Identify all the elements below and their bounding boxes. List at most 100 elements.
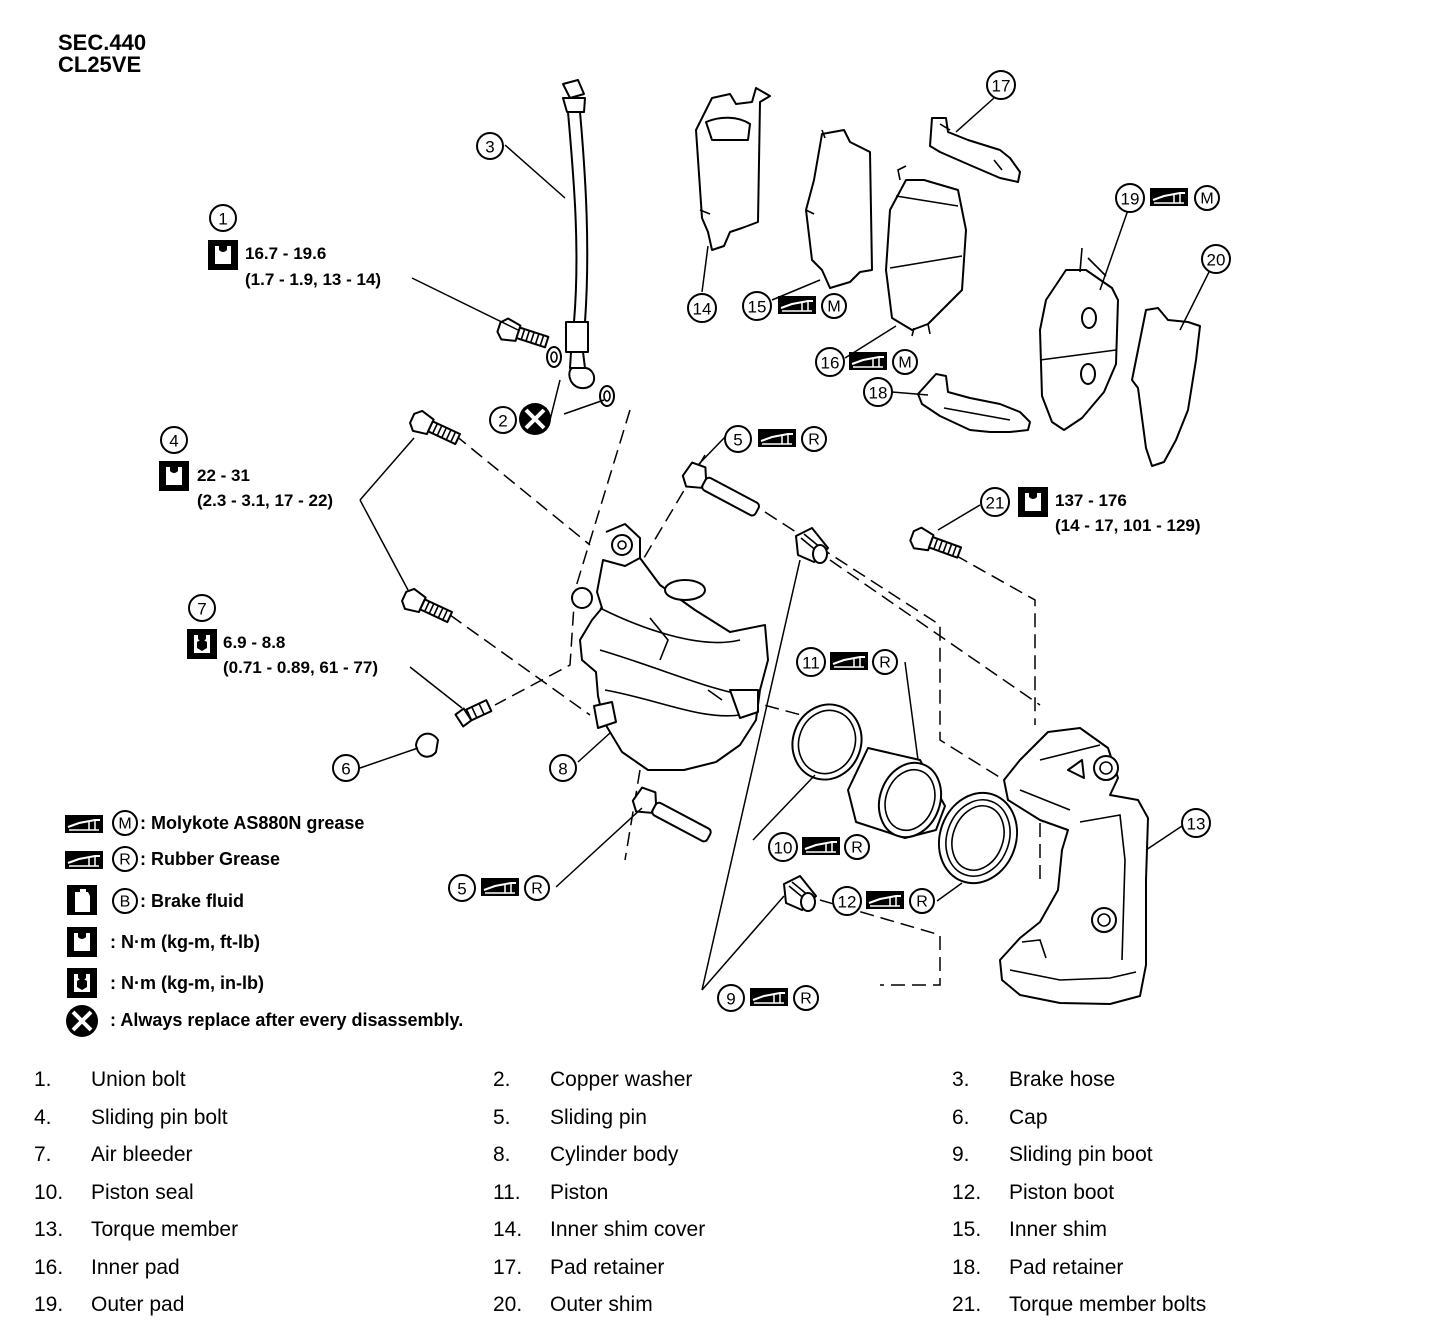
model-code: CL25VE [58, 52, 141, 77]
part-name: Cap [1009, 1106, 1048, 1129]
grease-tube-icon [777, 295, 817, 315]
torque-member [999, 727, 1149, 1005]
svg-text:R: R [916, 894, 928, 911]
part-name: Outer pad [91, 1293, 185, 1316]
part-number: 13. [34, 1218, 64, 1241]
piston-seal [791, 703, 863, 781]
svg-text:7: 7 [197, 600, 206, 619]
part-number: 17. [493, 1256, 523, 1279]
part-name: Pad retainer [1009, 1256, 1124, 1279]
part-name: Inner shim cover [550, 1218, 706, 1241]
part-number: 1. [34, 1068, 52, 1091]
torque-wrench-icon [67, 927, 97, 957]
torque-spec-part21-alt: (14 - 17, 101 - 129) [1055, 516, 1201, 535]
part-number: 10. [34, 1181, 64, 1204]
torque-spec-part4-main: 22 - 31 [197, 466, 250, 485]
part-number: 19. [34, 1293, 64, 1316]
air-bleeder [454, 699, 493, 728]
callout-12: 12 [832, 886, 862, 916]
grease-tube-icon [749, 987, 789, 1007]
callout-8: 8 [549, 754, 577, 782]
grease-tube-icon [801, 836, 841, 856]
torque-spec-part4-alt: (2.3 - 3.1, 17 - 22) [197, 491, 333, 510]
inner-shim-cover [695, 87, 771, 251]
callout-11: 11 [796, 647, 826, 677]
part-name: Pad retainer [550, 1256, 665, 1279]
molykote-grease-badge: M [112, 810, 138, 836]
callout-9: 9 [717, 984, 745, 1012]
legend-rubber-grease: : Rubber Grease [140, 849, 280, 869]
part-number: 20. [493, 1293, 523, 1316]
legend-always-replace: : Always replace after every disassembly… [110, 1010, 463, 1030]
callout-10: 10 [768, 832, 798, 862]
part-name: Inner pad [91, 1256, 180, 1279]
part-number: 11. [493, 1181, 521, 1204]
svg-text:R: R [531, 881, 543, 898]
svg-text:1: 1 [218, 210, 227, 229]
exploded-view-diagram: SEC.440 CL25VE [58, 30, 1231, 1039]
svg-text:13: 13 [1187, 815, 1206, 834]
part-number: 15. [952, 1218, 982, 1241]
part-name: Torque member bolts [1009, 1293, 1207, 1316]
callout-17: 17 [986, 70, 1016, 100]
legend-molykote: : Molykote AS880N grease [140, 813, 364, 833]
cap [415, 732, 439, 758]
svg-text:11: 11 [802, 654, 820, 673]
rubber-grease-badge: R [909, 888, 935, 914]
svg-text:8: 8 [558, 760, 567, 779]
part-name: Sliding pin [550, 1106, 647, 1129]
part-number: 6. [952, 1106, 970, 1129]
svg-text:5: 5 [457, 880, 466, 899]
svg-text:5: 5 [733, 431, 742, 450]
part-name: Copper washer [550, 1068, 693, 1091]
union-bolt [494, 315, 551, 355]
part-name: Torque member [91, 1218, 239, 1241]
part-name: Inner shim [1009, 1218, 1108, 1241]
callout-15: 15 [742, 291, 772, 321]
pad-retainer-upper [929, 117, 1021, 183]
part-name: Outer shim [550, 1293, 653, 1316]
callout-5-lower: 5 [448, 874, 476, 902]
molykote-grease-badge: M [892, 349, 918, 375]
torque-wrench-icon [208, 240, 238, 270]
torque-spec-part21-main: 137 - 176 [1055, 491, 1127, 510]
part-name: Sliding pin boot [1009, 1143, 1153, 1166]
svg-text:2: 2 [498, 412, 507, 431]
torque-spec-part7-alt: (0.71 - 0.89, 61 - 77) [223, 658, 378, 677]
svg-text:R: R [851, 840, 863, 857]
part-name: Air bleeder [91, 1143, 193, 1166]
grease-tube-icon [865, 890, 905, 910]
part-number: 2. [493, 1068, 511, 1091]
always-replace-x-icon [517, 401, 553, 437]
part-name: Cylinder body [550, 1143, 679, 1166]
legend: M : Molykote AS880N grease R : Rubber Gr… [64, 810, 463, 1039]
torque-wrench-filled-icon [187, 629, 217, 659]
callout-2: 2 [489, 406, 517, 434]
svg-text:10: 10 [774, 839, 793, 858]
grease-tube-icon [757, 428, 797, 448]
brake-fluid-can-icon [67, 885, 97, 915]
rubber-grease-badge: R [844, 834, 870, 860]
rubber-grease-badge: R [793, 985, 819, 1011]
grease-tube-icon [64, 814, 104, 834]
part-name: Brake hose [1009, 1068, 1116, 1091]
leader-lines [359, 97, 1211, 991]
svg-text:M: M [118, 816, 131, 833]
torque-spec-part7-main: 6.9 - 8.8 [223, 633, 285, 652]
callout-20: 20 [1201, 244, 1231, 274]
svg-text:6: 6 [341, 760, 350, 779]
callout-18: 18 [863, 377, 893, 407]
sliding-pin-boot-lower [783, 875, 817, 912]
svg-text:R: R [800, 991, 812, 1008]
part-number: 4. [34, 1106, 52, 1129]
molykote-grease-badge: M [1194, 185, 1220, 211]
torque-wrench-filled-icon [67, 968, 97, 998]
svg-text:M: M [898, 355, 911, 372]
svg-text:B: B [120, 894, 131, 911]
part-name: Union bolt [91, 1068, 186, 1091]
part-number: 16. [34, 1256, 64, 1279]
outer-shim [1131, 307, 1201, 467]
callout-4: 4 [160, 426, 188, 454]
svg-text:3: 3 [485, 138, 494, 157]
